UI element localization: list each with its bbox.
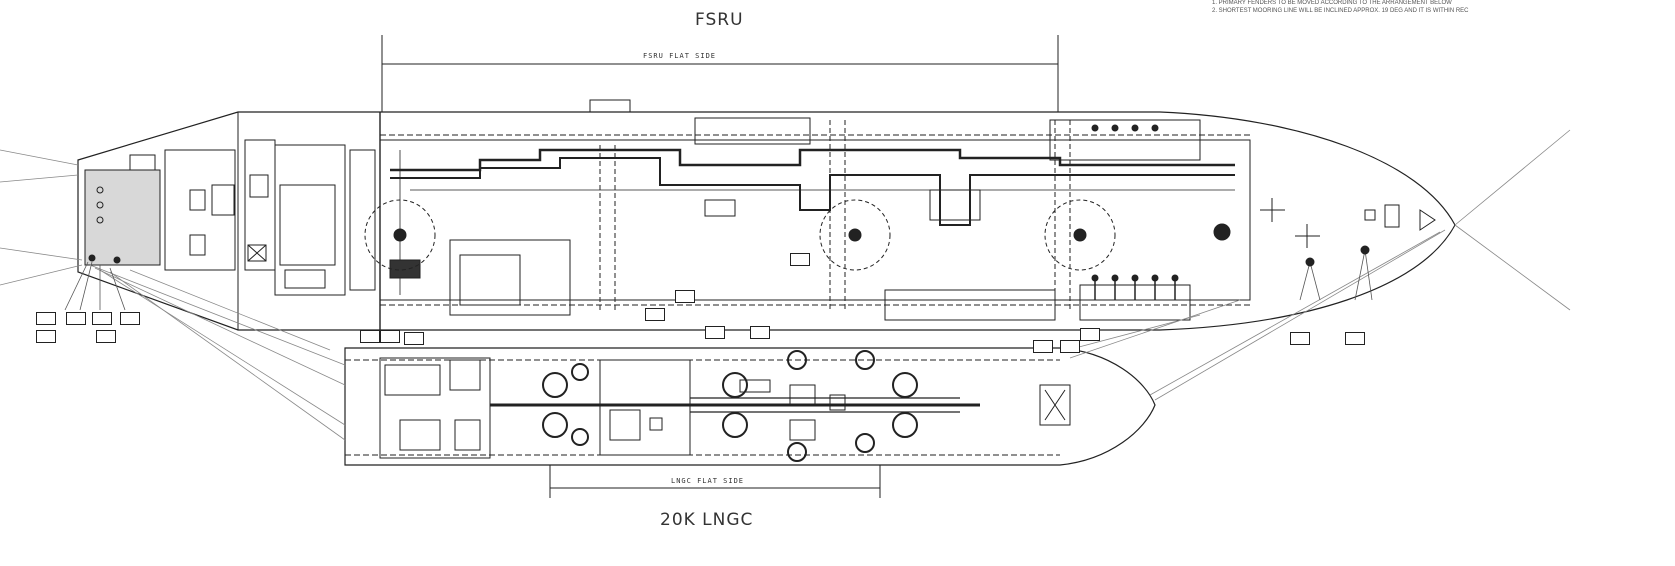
fender-tag xyxy=(675,290,695,303)
fender-tag xyxy=(66,312,86,325)
lngc-hull-outline xyxy=(344,347,1156,466)
fender-tag xyxy=(1080,328,1100,341)
fender-tag xyxy=(1345,332,1365,345)
fender-tag xyxy=(645,308,665,321)
note-1: 1. PRIMARY FENDERS TO BE MOVED ACCORDING… xyxy=(1212,0,1452,6)
fender-tag xyxy=(1033,340,1053,353)
fender-tag xyxy=(750,326,770,339)
fender-tag xyxy=(360,330,380,343)
fender-tag xyxy=(96,330,116,343)
note-2: 2. SHORTEST MOORING LINE WILL BE INCLINE… xyxy=(1212,8,1469,14)
fender-tag xyxy=(404,332,424,345)
fender-tag xyxy=(1060,340,1080,353)
fender-tag xyxy=(790,253,810,266)
fender-tag xyxy=(705,326,725,339)
notes-block: 1. PRIMARY FENDERS TO BE MOVED ACCORDING… xyxy=(1212,0,1672,14)
fender-tag xyxy=(1290,332,1310,345)
fender-tag xyxy=(36,312,56,325)
lngc-flat-side-label: LNGC FLAT SIDE xyxy=(668,477,748,485)
fender-tag xyxy=(120,312,140,325)
fsru-flat-side-label: FSRU FLAT SIDE xyxy=(640,52,720,60)
lngc-title: 20K LNGC xyxy=(660,510,754,530)
fender-tag xyxy=(36,330,56,343)
fender-tag xyxy=(92,312,112,325)
fsru-title: FSRU xyxy=(695,10,744,30)
fender-tag xyxy=(380,330,400,343)
